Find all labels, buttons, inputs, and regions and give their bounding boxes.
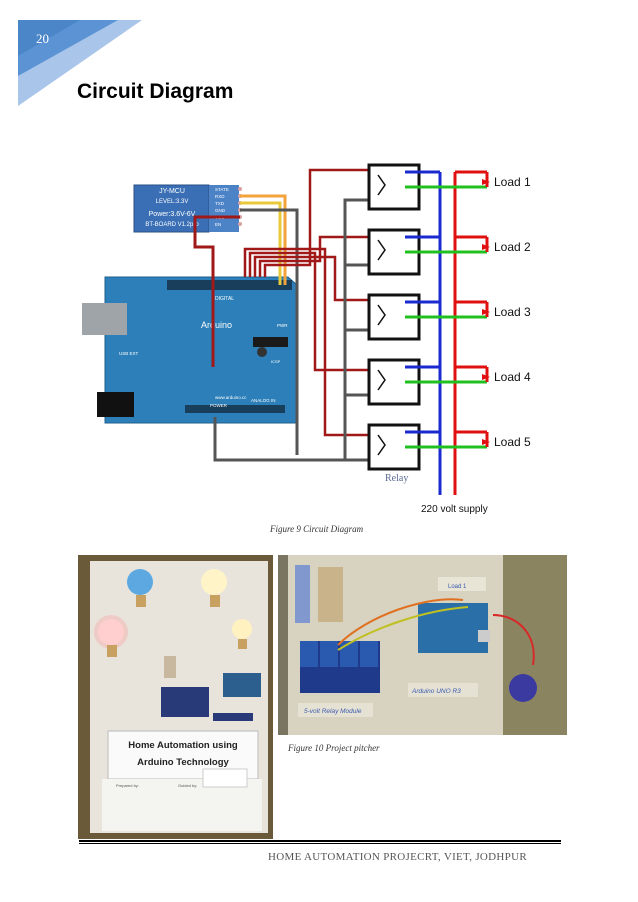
- arduino-pwr: PWR: [277, 323, 288, 328]
- photo-arduino-label: Arduino UNO R3: [411, 688, 461, 695]
- arduino-power: POWER: [210, 403, 228, 408]
- bt-pin-gnd: GND: [215, 208, 226, 213]
- arduino-logo: Arduino: [201, 320, 232, 330]
- photo-load-label: Load 1: [448, 584, 467, 590]
- photo-relay-module-label: 5-volt Relay Module: [304, 708, 362, 715]
- arduino-digital: DIGITAL: [215, 296, 234, 302]
- load-1-label: Load 1: [494, 175, 531, 189]
- bt-pin-rxd: RXD: [215, 194, 225, 199]
- bt-pin-en: EN: [215, 222, 221, 227]
- project-photo-right: Load 1 5-volt Relay Module Arduino UNO R…: [278, 555, 567, 735]
- photo-prepared-by: Prepared by:: [116, 783, 139, 788]
- arduino-website: www.arduino.cc: [215, 395, 247, 400]
- supply-label: 220 volt supply: [421, 504, 488, 515]
- photo-title-line2: Arduino Technology: [137, 757, 229, 768]
- bt-level: LEVEL:3.3V: [156, 199, 189, 205]
- bt-power: Power:3.6V-6V: [149, 211, 196, 218]
- footer-rule: [79, 840, 561, 844]
- load-2-label: Load 2: [494, 240, 531, 254]
- arduino-usb-ext: USB EXT: [119, 351, 139, 356]
- circuit-diagram: JY-MCU LEVEL:3.3V Power:3.6V-6V BT-BOARD…: [82, 163, 531, 515]
- figure-9-caption: Figure 9 Circuit Diagram: [270, 524, 364, 534]
- section-heading: Circuit Diagram: [77, 80, 234, 103]
- photo-title-line1: Home Automation using: [128, 740, 238, 751]
- project-photo-left: Home Automation using Arduino Technology…: [78, 555, 273, 839]
- bt-pin-state: STATE: [215, 187, 229, 192]
- relay-label: Relay: [385, 473, 408, 484]
- bt-name: JY-MCU: [159, 188, 185, 195]
- load-5-label: Load 5: [494, 435, 531, 449]
- arduino-board: Arduino DIGITAL www.arduino.cc ANALOG IN…: [82, 276, 298, 424]
- load-4-label: Load 4: [494, 370, 531, 384]
- header-decoration: [18, 20, 142, 106]
- bt-pin-txd: TXD: [215, 201, 225, 206]
- figure-10-caption: Figure 10 Project pitcher: [288, 743, 380, 753]
- arduino-analog: ANALOG IN: [251, 398, 276, 403]
- arduino-icsp: ICSP: [271, 359, 281, 364]
- page-number: 20: [36, 31, 49, 46]
- load-3-label: Load 3: [494, 305, 531, 319]
- bt-board: BT-BOARD V1.2pro: [145, 222, 199, 228]
- photo-guided-by: Guided by:: [178, 783, 197, 788]
- footer-text: HOME AUTOMATION PROJECRT, VIET, JODHPUR: [268, 851, 527, 863]
- bluetooth-module: JY-MCU LEVEL:3.3V Power:3.6V-6V BT-BOARD…: [133, 184, 242, 233]
